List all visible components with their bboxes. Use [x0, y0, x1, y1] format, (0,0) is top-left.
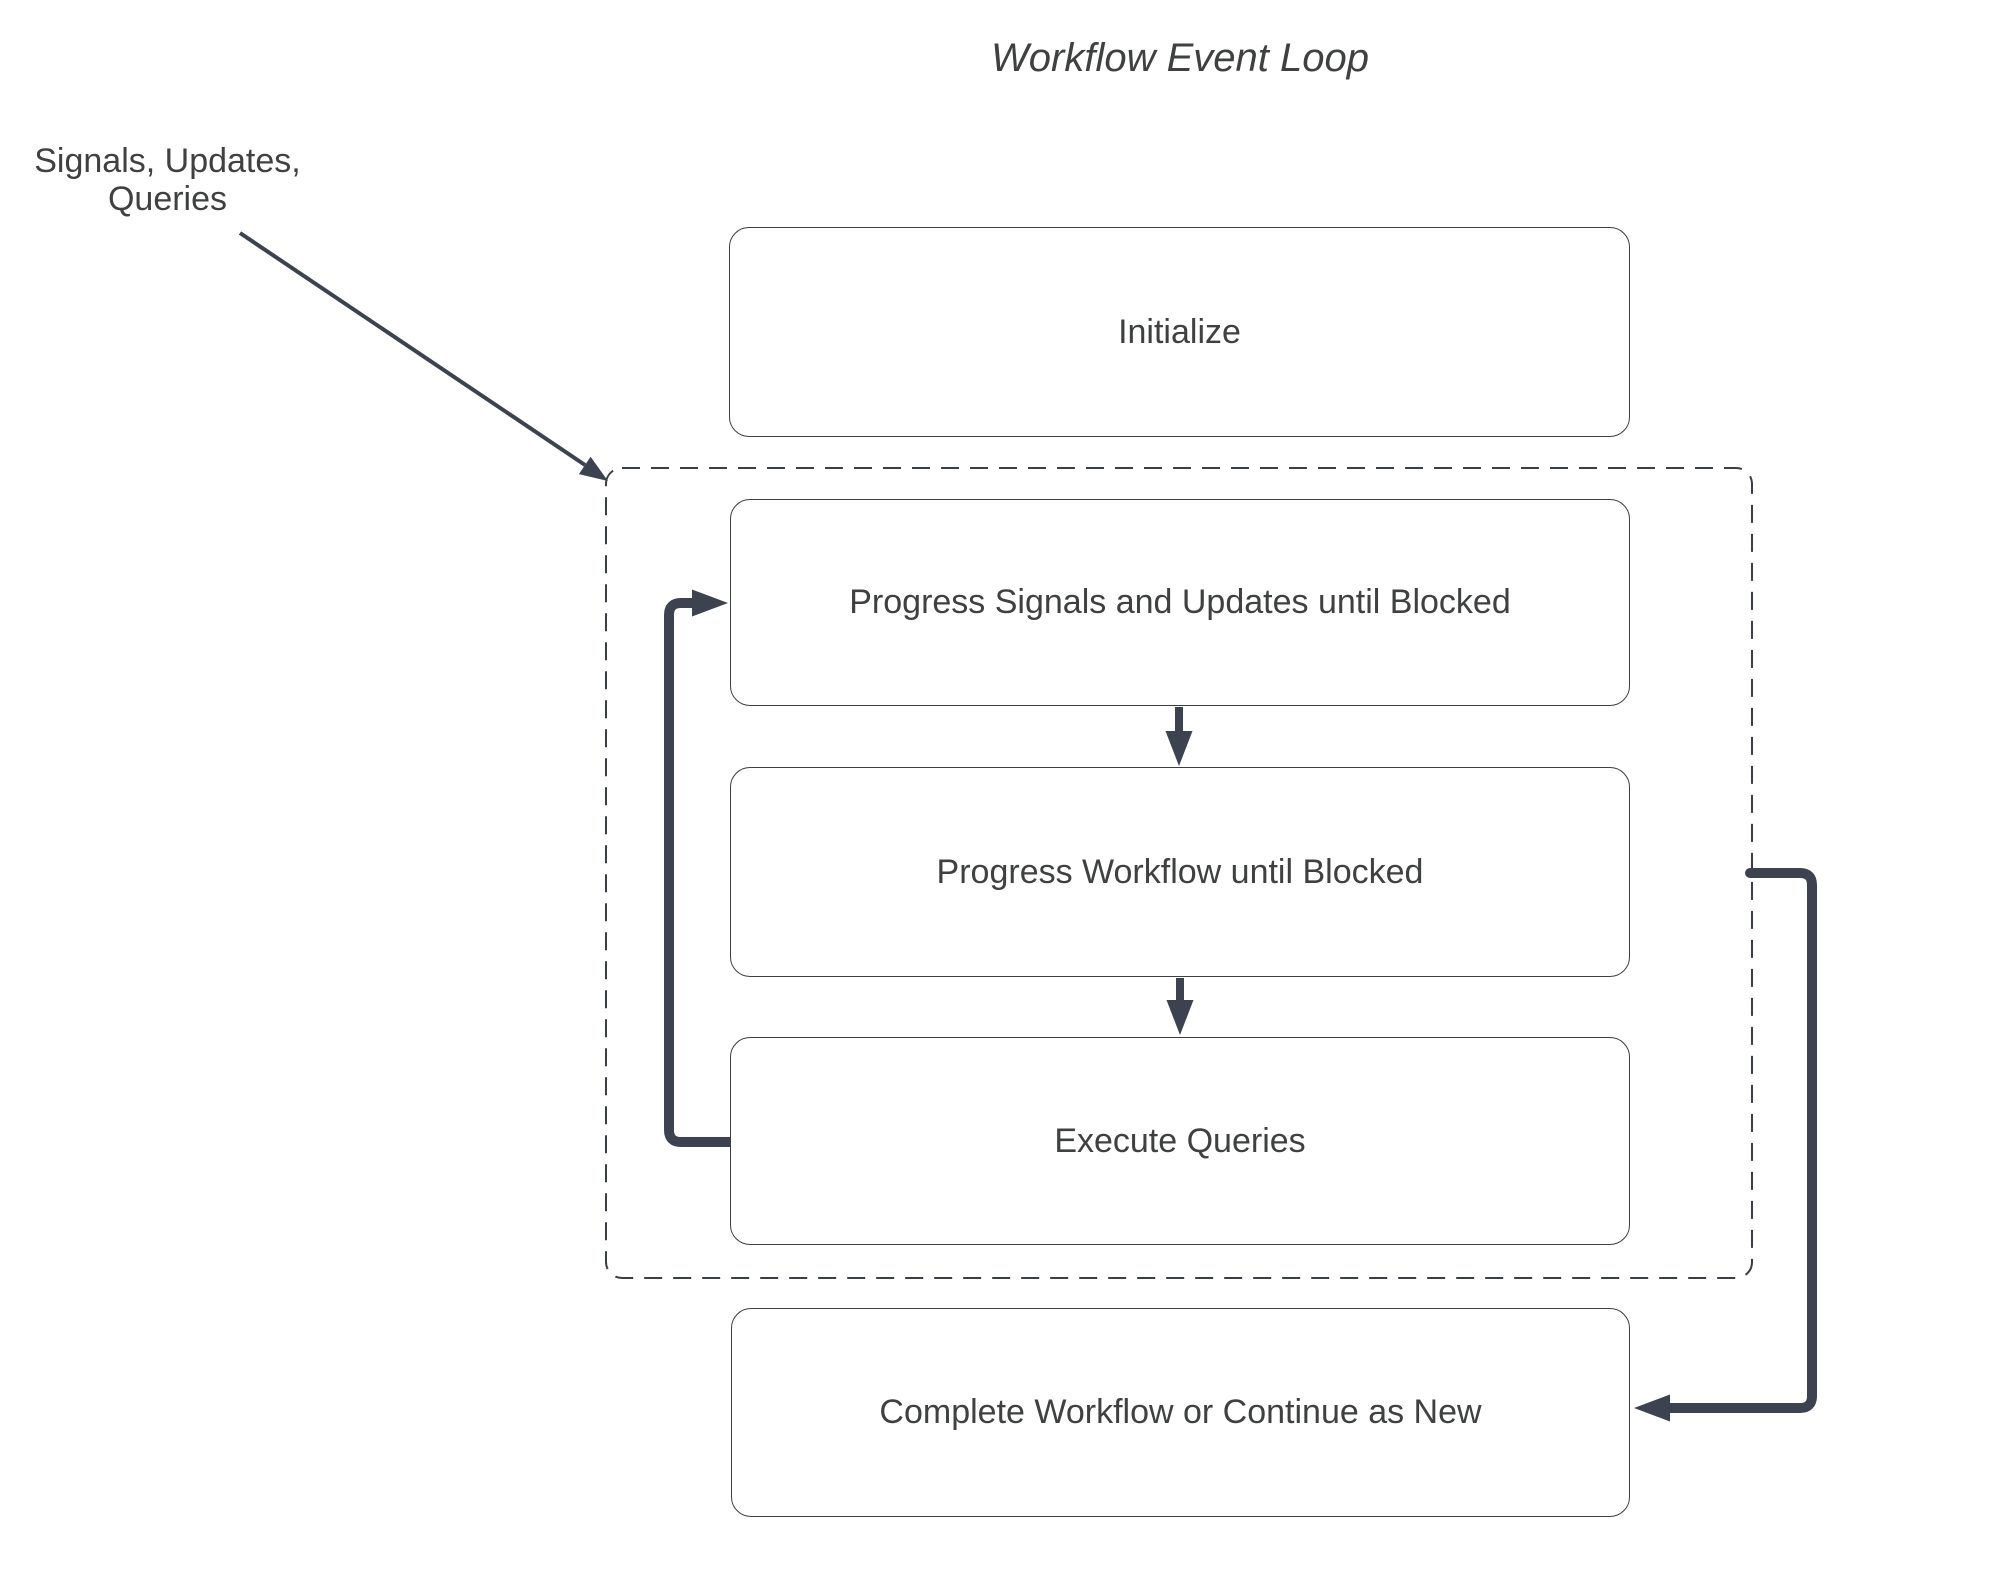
node-complete-workflow-label: Complete Workflow or Continue as New	[879, 1393, 1482, 1431]
node-initialize-label: Initialize	[1118, 312, 1241, 351]
loop-back-arrow-icon	[664, 589, 730, 1147]
node-progress-signals-label: Progress Signals and Updates until Block…	[849, 583, 1511, 621]
input-label-line2: Queries	[107, 180, 228, 218]
node-progress-signals-and-updates: Progress Signals and Updates until Block…	[730, 499, 1630, 706]
node-execute-queries-label: Execute Queries	[1054, 1121, 1306, 1160]
signals-updates-queries-label: Signals, Updates, Queries	[25, 142, 310, 218]
node-initialize: Initialize	[729, 227, 1630, 437]
node-complete-workflow: Complete Workflow or Continue as New	[731, 1308, 1630, 1517]
arrow-down-workflow-to-queries-icon	[1166, 978, 1194, 1035]
node-execute-queries: Execute Queries	[730, 1037, 1630, 1245]
input-label-line1: Signals, Updates,	[34, 142, 301, 180]
diagram-title: Workflow Event Loop	[991, 36, 1369, 80]
signals-input-arrow-icon	[238, 231, 608, 481]
arrow-down-signals-to-workflow-icon	[1165, 707, 1193, 766]
exit-loop-arrow-icon	[1634, 868, 1817, 1422]
node-progress-workflow-label: Progress Workflow until Blocked	[936, 852, 1424, 891]
node-progress-workflow: Progress Workflow until Blocked	[730, 767, 1630, 977]
